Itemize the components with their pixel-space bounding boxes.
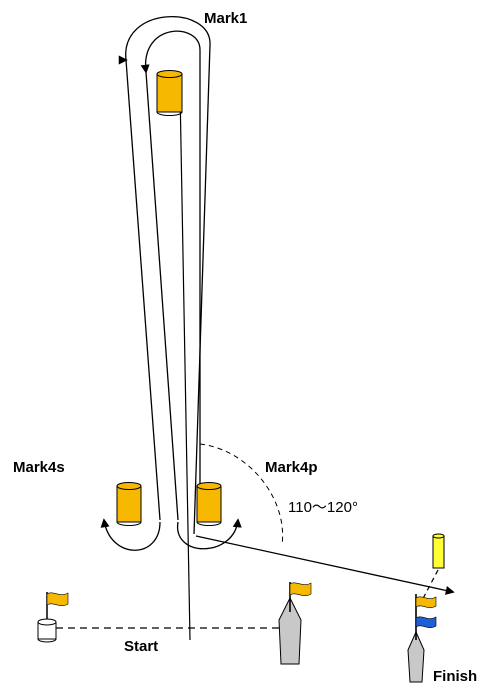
- finish-committee-boat: [407, 594, 437, 683]
- angle-label: 110～120°: [288, 499, 358, 516]
- finish-boat-flag-yellow: [415, 596, 437, 609]
- gate-arc-mark4p: [177, 518, 242, 550]
- finish-boat-flag-blue: [415, 616, 437, 629]
- course-path-outer-leg: [125, 59, 161, 521]
- mark4s-buoy: [116, 482, 142, 526]
- start-boat-flag: [289, 582, 312, 597]
- gate-arc-mark4s: [100, 518, 161, 551]
- finish-label: Finish: [433, 668, 478, 685]
- course-path-inner-leg: [145, 71, 179, 521]
- start-pin-flag: [46, 592, 69, 607]
- course-path-inner: [140, 30, 201, 520]
- mark4p-buoy: [196, 482, 222, 526]
- finish-line: [417, 569, 439, 609]
- mark4s-label: Mark4s: [13, 459, 65, 476]
- finish-leg-arrow: [195, 535, 455, 595]
- start-label: Start: [124, 638, 159, 655]
- mark1-label: Mark1: [204, 10, 248, 27]
- start-committee-boat: [278, 582, 312, 665]
- course-path-outer: [120, 16, 211, 535]
- finish-mark-buoy: [432, 533, 445, 569]
- mark4p-label: Mark4p: [265, 459, 318, 476]
- mark1-buoy: [156, 70, 183, 116]
- angle-arc: [199, 443, 284, 546]
- start-pin-buoy: [37, 592, 69, 643]
- wind-axis-line: [179, 89, 191, 641]
